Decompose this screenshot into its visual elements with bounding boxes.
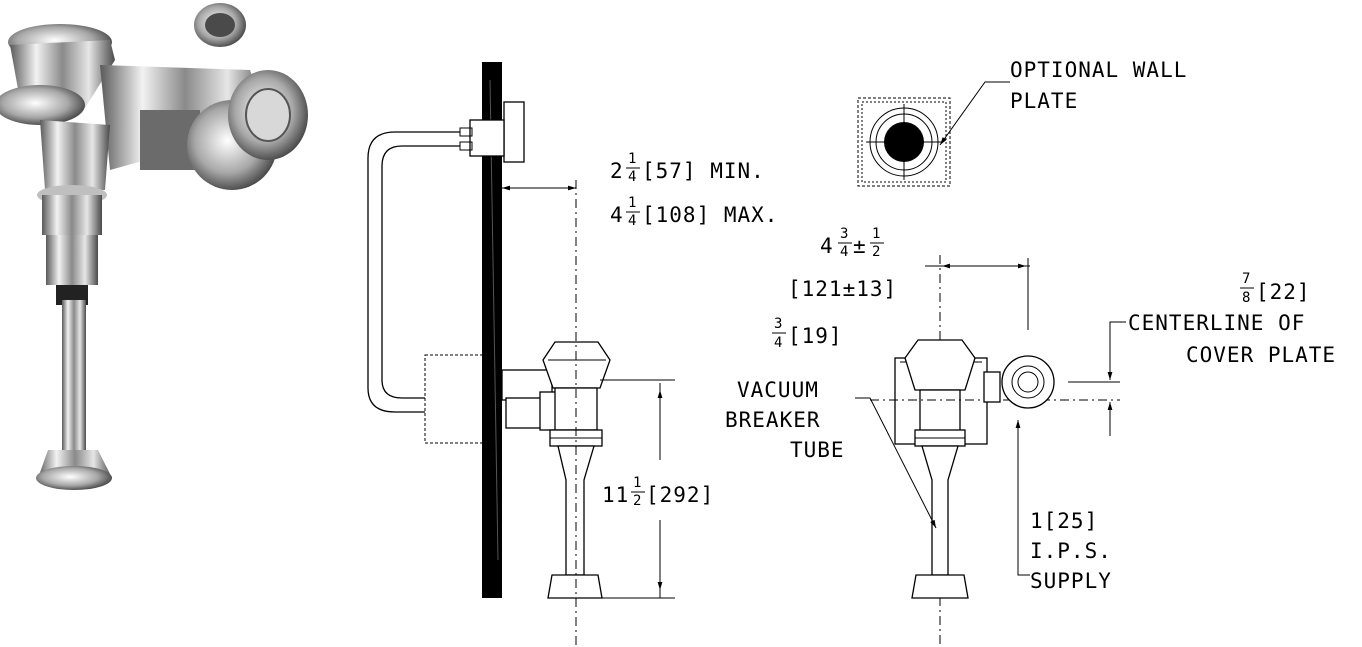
svg-text:VACUUM: VACUUM xyxy=(737,378,819,402)
side-view xyxy=(367,62,675,647)
svg-text:1[25]: 1[25] xyxy=(1030,509,1098,533)
svg-text:[22]: [22] xyxy=(1256,280,1311,304)
height-label: 11 1 2 [292] xyxy=(602,475,714,509)
sensor-housing xyxy=(503,101,525,163)
svg-text:OPTIONAL WALL: OPTIONAL WALL xyxy=(1010,58,1187,82)
svg-text:[108] MAX.: [108] MAX. xyxy=(642,203,778,227)
depth-min-label: 2 1 4 [57] MIN. xyxy=(610,151,765,185)
flush-valve-photo xyxy=(0,24,308,490)
svg-text:3: 3 xyxy=(840,226,848,242)
svg-text:[19]: [19] xyxy=(788,324,843,348)
supply-label: 1[25] I.P.S. SUPPLY xyxy=(1030,509,1112,593)
svg-text:1: 1 xyxy=(628,151,636,167)
offset-label: 4 3 4 ± 1 2 [121±13] xyxy=(788,226,897,301)
svg-text:[57] MIN.: [57] MIN. xyxy=(642,159,765,183)
wall-plate xyxy=(857,81,1010,187)
svg-text:4: 4 xyxy=(820,234,834,258)
supply-fitting xyxy=(1001,355,1055,409)
svg-text:2: 2 xyxy=(872,244,880,260)
svg-text:4: 4 xyxy=(628,169,636,185)
svg-text:CENTERLINE OF: CENTERLINE OF xyxy=(1128,311,1305,335)
svg-text:2: 2 xyxy=(633,493,641,509)
depth-max-label: 4 1 4 [108] MAX. xyxy=(610,195,778,229)
front-view xyxy=(855,255,1126,647)
svg-text:4: 4 xyxy=(840,244,848,260)
sensor-cover-photo xyxy=(194,3,246,47)
svg-text:2: 2 xyxy=(610,159,624,183)
svg-text:I.P.S.: I.P.S. xyxy=(1030,539,1112,563)
svg-text:1: 1 xyxy=(633,475,641,491)
svg-text:PLATE: PLATE xyxy=(1010,89,1078,113)
svg-text:TUBE: TUBE xyxy=(790,438,845,462)
svg-text:±: ± xyxy=(853,234,867,258)
svg-text:8: 8 xyxy=(1242,290,1250,306)
svg-text:4: 4 xyxy=(774,335,782,351)
svg-text:SUPPLY: SUPPLY xyxy=(1030,569,1112,593)
svg-text:1: 1 xyxy=(628,195,636,211)
svg-text:COVER PLATE: COVER PLATE xyxy=(1186,343,1336,367)
svg-text:[121±13]: [121±13] xyxy=(788,277,897,301)
svg-text:[292]: [292] xyxy=(646,483,714,507)
svg-text:3: 3 xyxy=(774,316,782,332)
wall xyxy=(482,62,502,598)
svg-text:4: 4 xyxy=(628,213,636,229)
svg-text:BREAKER: BREAKER xyxy=(725,408,821,432)
cover-plate-label: 7 8 [22] CENTERLINE OF COVER PLATE xyxy=(1128,271,1336,367)
svg-text:4: 4 xyxy=(610,203,624,227)
svg-text:11: 11 xyxy=(602,483,629,507)
vacuum-breaker-label: 3 4 [19] VACUUM BREAKER TUBE xyxy=(725,316,845,462)
svg-text:7: 7 xyxy=(1242,271,1250,287)
svg-text:1: 1 xyxy=(872,226,880,242)
wall-plate-label: OPTIONAL WALL PLATE xyxy=(1010,58,1187,113)
